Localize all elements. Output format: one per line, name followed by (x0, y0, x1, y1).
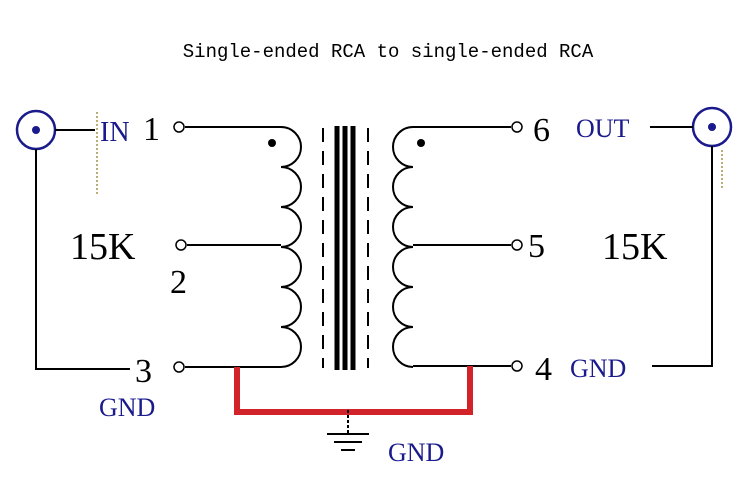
output-rca-jack (691, 106, 733, 148)
pin-5-label: 5 (528, 228, 545, 265)
pin-6-terminal (511, 121, 523, 133)
secondary-polarity-dot (417, 139, 425, 147)
ground-strap (234, 366, 473, 415)
pin-1-terminal (173, 121, 185, 133)
ground-icon (327, 410, 369, 451)
transformer-core (322, 126, 369, 370)
output-impedance-label: 15K (602, 226, 668, 268)
pin-terminals (173, 121, 523, 373)
diagram-title: Single-ended RCA to single-ended RCA (183, 41, 594, 63)
secondary-winding (392, 126, 511, 368)
pin-2-terminal (175, 239, 187, 251)
input-label: IN (100, 117, 130, 148)
output-label: OUT (576, 114, 630, 143)
input-rca-jack (15, 109, 57, 151)
pin-4-terminal (511, 360, 523, 372)
pin-3-terminal (173, 361, 185, 373)
pin-6-label: 6 (533, 112, 550, 149)
output-gnd-label: GND (570, 354, 626, 383)
pin-1-label: 1 (143, 111, 160, 148)
pin-3-label: 3 (135, 353, 152, 390)
chassis-gnd-label: GND (388, 438, 444, 467)
primary-winding (185, 126, 302, 368)
pin-4-label: 4 (535, 351, 552, 388)
input-impedance-label: 15K (70, 226, 136, 268)
primary-polarity-dot (268, 139, 276, 147)
input-gnd-label: GND (99, 393, 155, 422)
pin-2-label: 2 (170, 264, 187, 301)
pin-5-terminal (511, 239, 523, 251)
